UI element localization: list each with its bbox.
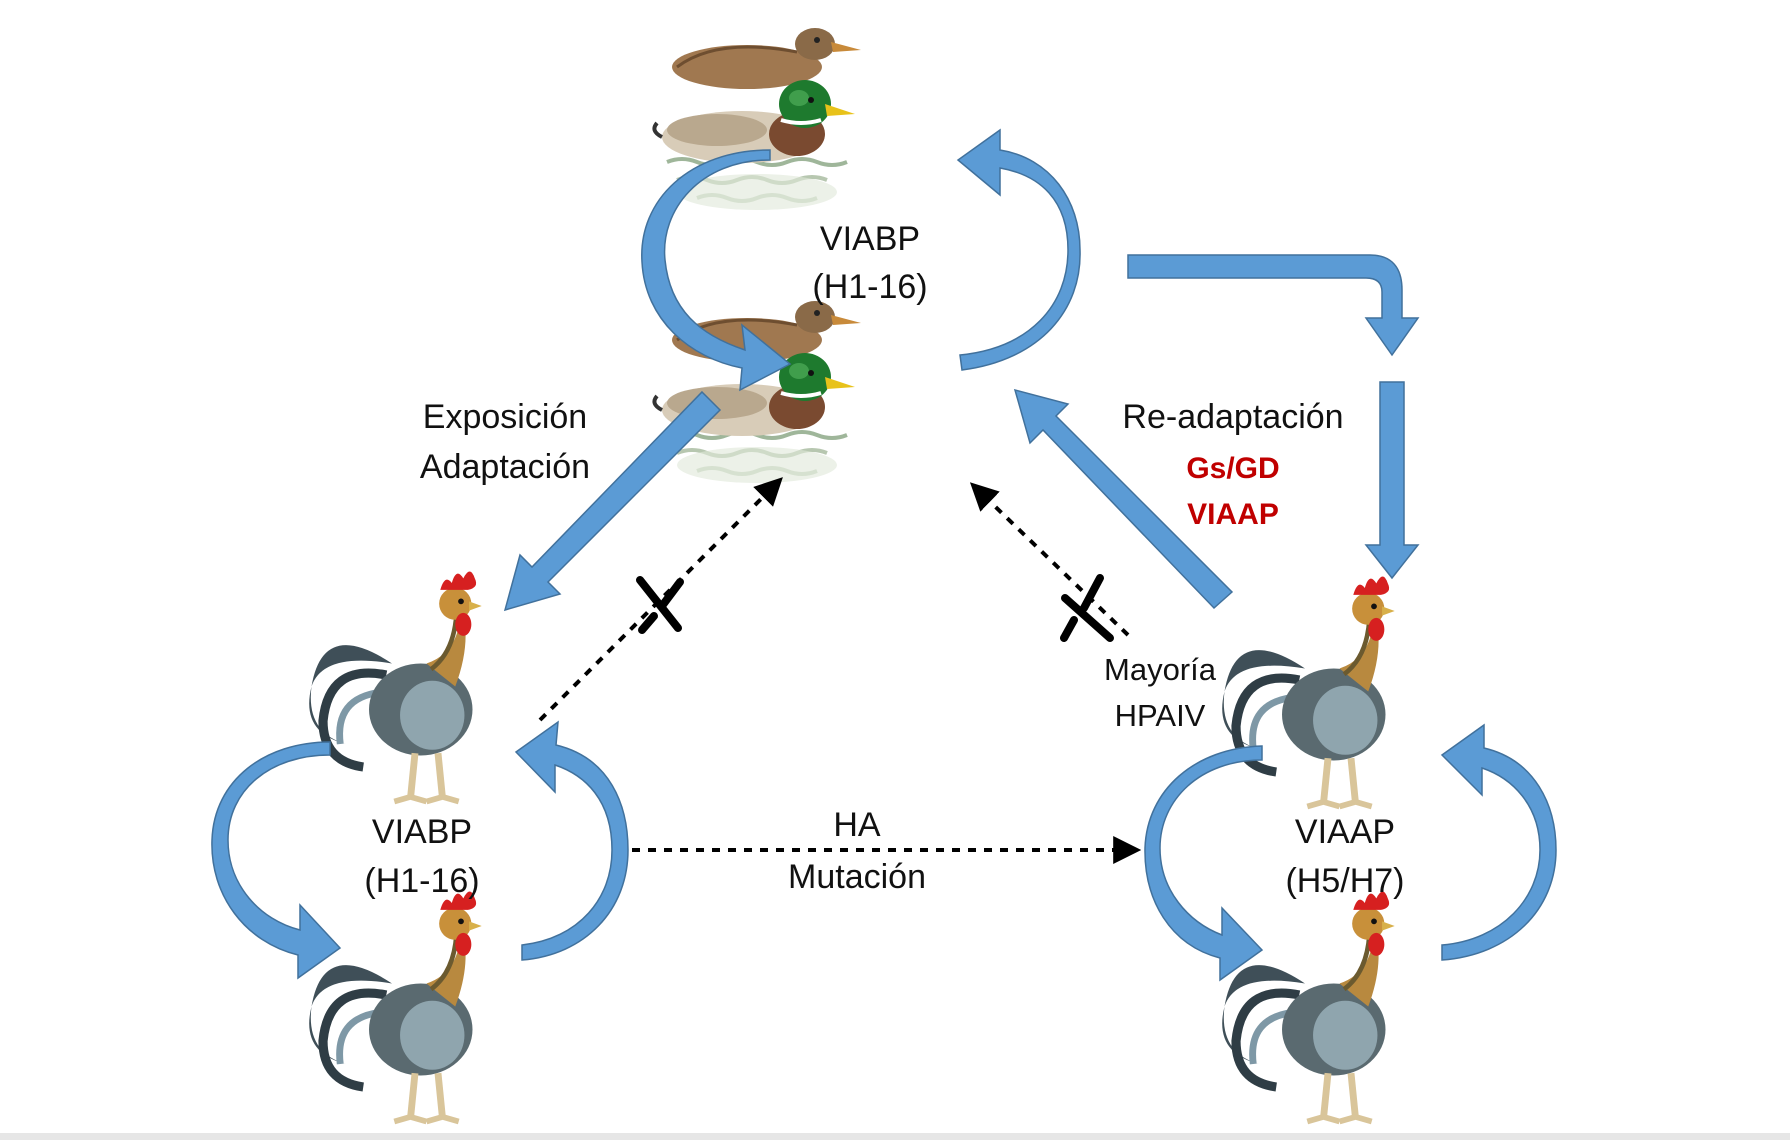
readaptation-arrow bbox=[1013, 388, 1234, 610]
majority-label-2: HPAIV bbox=[1115, 698, 1206, 733]
dotted-arrows bbox=[538, 477, 1142, 864]
exposure-label-2: Adaptación bbox=[420, 448, 590, 486]
dotted-arrow-right-to-duck bbox=[969, 482, 1130, 637]
readapt-red-label-2: VIAAP bbox=[1187, 498, 1279, 531]
mutation-label-2: Mutación bbox=[788, 858, 926, 896]
rooster-icon bbox=[1222, 577, 1395, 807]
top-left-cycle-arrow bbox=[641, 149, 792, 392]
down-arrow-right bbox=[1364, 381, 1420, 580]
exposure-label-1: Exposición bbox=[423, 398, 587, 436]
right-cycle-arrow-right bbox=[1440, 723, 1557, 961]
bottom-divider bbox=[0, 1133, 1790, 1140]
exposure-arrow bbox=[503, 390, 722, 612]
mutation-label-1: HA bbox=[833, 806, 881, 844]
right-node-label-2: (H5/H7) bbox=[1285, 862, 1404, 900]
majority-label-1: Mayoría bbox=[1104, 652, 1217, 687]
elbow-arrow-top-right bbox=[1127, 254, 1420, 357]
readapt-red-label-1: Gs/GD bbox=[1186, 452, 1279, 485]
left-cycle-arrow-left bbox=[211, 741, 342, 980]
rooster-icon bbox=[309, 892, 482, 1122]
arrows bbox=[211, 128, 1557, 982]
rooster-icon bbox=[309, 572, 482, 802]
rooster-icon bbox=[1222, 892, 1395, 1122]
right-node-label-1: VIAAP bbox=[1295, 813, 1395, 851]
right-cycle-arrow-left bbox=[1144, 745, 1264, 982]
cross-icon bbox=[636, 576, 684, 634]
left-node-label-2: (H1-16) bbox=[364, 862, 479, 900]
top-right-cycle-arrow bbox=[956, 128, 1081, 371]
left-node-label-1: VIABP bbox=[372, 813, 472, 851]
top-node-label-2: (H1-16) bbox=[812, 268, 927, 306]
cross-icon bbox=[1060, 574, 1114, 642]
top-node-label-1: VIABP bbox=[820, 220, 920, 258]
readapt-label: Re-adaptación bbox=[1122, 398, 1343, 436]
left-cycle-arrow-right bbox=[514, 720, 629, 961]
